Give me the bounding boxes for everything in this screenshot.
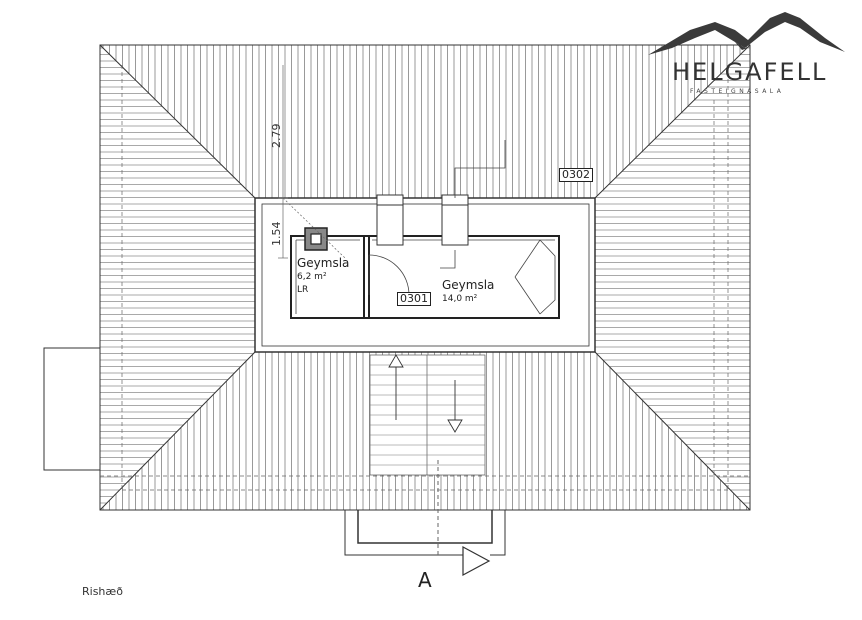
room-name-large: Geymsla <box>442 278 495 292</box>
dashed-walls <box>100 65 750 491</box>
floor-label: Rishæð <box>82 585 123 598</box>
entrance-outline <box>344 460 506 556</box>
dimension-label-2-79: 2.79 <box>270 123 283 149</box>
roof-outline <box>99 44 751 511</box>
logo-name: HELGAFELL <box>672 58 828 86</box>
section-arrow <box>462 545 491 577</box>
dimension-lines <box>278 65 346 259</box>
section-marker: A <box>418 568 432 592</box>
logo-mountain-icon <box>648 12 845 55</box>
room-name-small: Geymsla <box>297 256 350 270</box>
left-annex <box>43 347 100 471</box>
chimney <box>304 227 328 251</box>
dimension-label-1-54: 1.54 <box>270 221 283 247</box>
room-area-large: 14,0 m² <box>442 294 478 304</box>
unit-tag-0301: 0301 <box>397 292 431 306</box>
room-code-small: LR <box>297 285 309 295</box>
room-area-small: 6,2 m² <box>297 272 327 282</box>
stair-arrows <box>388 354 463 433</box>
unit-tag-0302: 0302 <box>559 168 593 182</box>
logo-subtitle: FASTEIGNASALA <box>690 88 785 95</box>
